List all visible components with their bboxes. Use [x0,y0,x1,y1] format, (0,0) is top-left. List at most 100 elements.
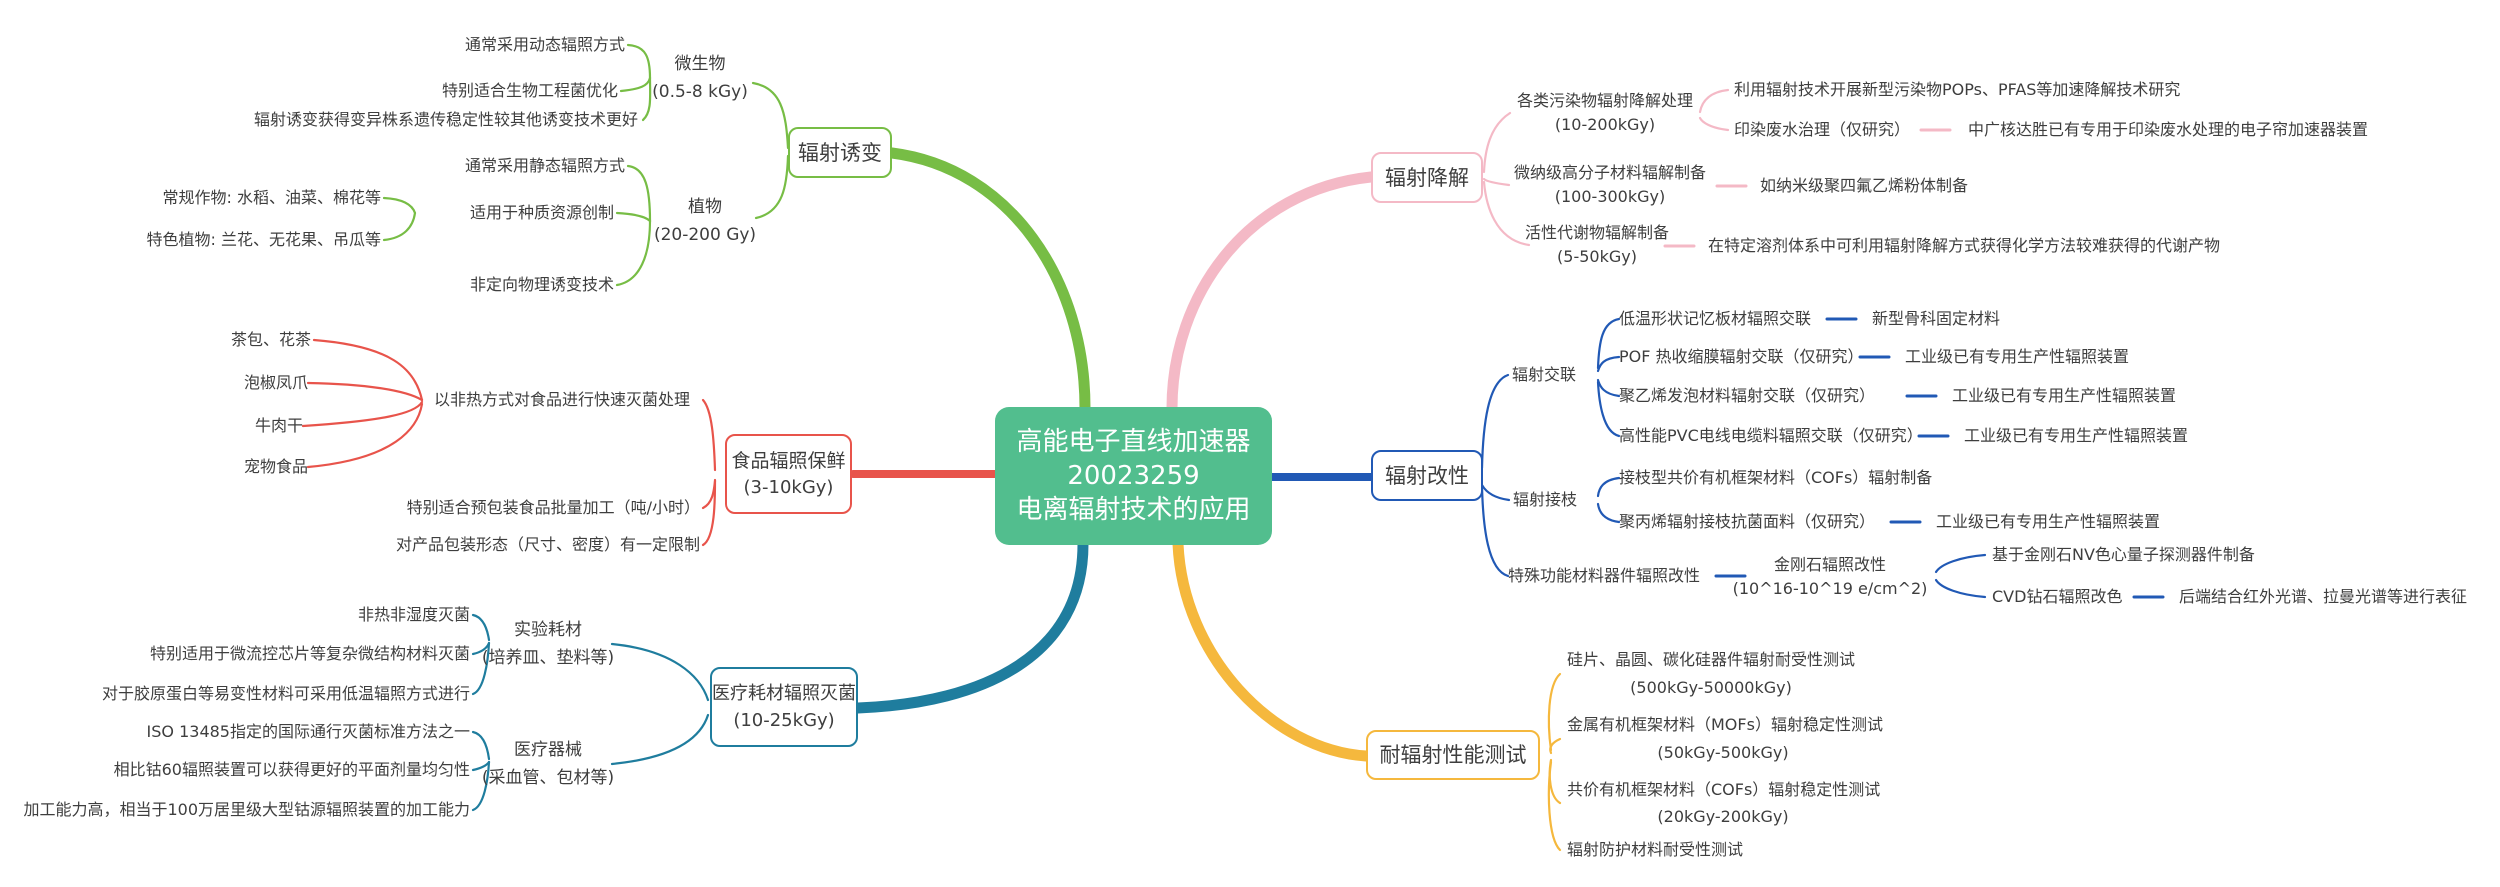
branch-node-testing[interactable]: 耐辐射性能测试 [1366,730,1540,780]
group-microbe-title: 微生物 [674,54,726,74]
branch-node-mutation[interactable]: 辐射诱变 [788,127,892,178]
branch-node-modification[interactable]: 辐射改性 [1371,450,1483,501]
leaf-crosslink-memory-board[interactable]: 低温形状记忆板材辐照交联 [1619,309,1812,328]
leaf-mutation-static[interactable]: 通常采用静态辐照方式 [464,156,625,175]
group-polymer-dose: (100-300kGy) [1554,187,1666,206]
note-crosslink-pe-foam[interactable]: 工业级已有专用生产性辐照装置 [1952,386,2177,405]
group-graft-label[interactable]: 辐射接枝 [1513,490,1578,509]
brace-degradation [1482,88,1952,248]
group-microbe-dose: (0.5-8 kGy) [652,82,748,102]
leaf-medical-nonheat[interactable]: 非热非湿度灭菌 [357,605,470,624]
note-graft-pp-fabric[interactable]: 工业级已有专用生产性辐照装置 [1936,512,2161,531]
group-plant-dose: (20-200 Gy) [653,225,757,245]
group-microbe[interactable]: 微生物 (0.5-8 kGy) [652,50,748,106]
leaf-testing-shielding[interactable]: 辐射防护材料耐受性测试 [1567,840,1744,859]
group-diamond-dose: (10^16-10^19 e/cm^2) [1732,579,1928,598]
central-topic-line2: 20023259 [1067,461,1200,491]
leaf-medical-collagen[interactable]: 对于胶原蛋白等易变性材料可采用低温辐照方式进行 [101,684,470,703]
group-germplasm-label[interactable]: 适用于种质资源创制 [469,203,614,222]
leaf-medical-capacity[interactable]: 加工能力高，相当于100万居里级大型钴源辐照装置的加工能力 [23,800,470,819]
leaf-testing-silicon[interactable]: 硅片、晶圆、碳化硅器件辐射耐受性测试 [1567,650,1856,669]
group-metabolite[interactable]: 活性代谢物辐解制备 (5-50kGy) [1525,221,1669,269]
leaf-mutation-nondirectional[interactable]: 非定向物理诱变技术 [469,275,614,294]
leaf-crosslink-pe-foam[interactable]: 聚乙烯发泡材料辐射交联（仅研究） [1619,386,1876,405]
group-polymer[interactable]: 微纳级高分子材料辐解制备 (100-300kGy) [1514,161,1706,209]
leaf-food-batch[interactable]: 特别适合预包装食品批量加工（吨/小时） [406,498,700,517]
leaf-food-package-limit[interactable]: 对产品包装形态（尺寸、密度）有一定限制 [395,535,700,554]
leaf-testing-silicon-dose[interactable]: (500kGy-50000kGy) [1630,678,1792,697]
note-crosslink-pvc-cable[interactable]: 工业级已有专用生产性辐照装置 [1964,426,2189,445]
note-crosslink-orthopedic[interactable]: 新型骨科固定材料 [1872,309,2001,328]
group-pollutant[interactable]: 各类污染物辐射降解处理 (10-200kGy) [1517,89,1693,137]
group-food-sterilize-label[interactable]: 以非热方式对食品进行快速灭菌处理 [433,390,690,409]
note-metabolite-solvent[interactable]: 在特定溶剂体系中可利用辐射降解方式获得化学方法较难获得的代谢产物 [1708,236,2221,255]
note-degradation-dyeing[interactable]: 中广核达胜已有专用于印染废水处理的电子帘加速器装置 [1968,120,2369,139]
leaf-crosslink-pof[interactable]: POF 热收缩膜辐射交联（仅研究） [1619,347,1864,366]
leaf-medical-cobalt-uniformity[interactable]: 相比钴60辐照装置可以获得更好的平面剂量均匀性 [113,760,470,779]
branch-node-degradation[interactable]: 辐射降解 [1371,152,1483,203]
leaf-graft-cofs[interactable]: 接枝型共价有机框架材料（COFs）辐射制备 [1619,468,1933,487]
leaf-mutation-dynamic[interactable]: 通常采用动态辐照方式 [464,35,625,54]
leaf-medical-iso[interactable]: ISO 13485指定的国际通行灭菌标准方法之一 [146,722,470,741]
group-pollutant-dose: (10-200kGy) [1554,115,1656,134]
note-polymer-ptfe[interactable]: 如纳米级聚四氟乙烯粉体制备 [1760,176,1969,195]
group-pollutant-title: 各类污染物辐射降解处理 [1516,91,1694,110]
group-metabolite-title: 活性代谢物辐解制备 [1524,223,1670,242]
branch-node-modification-label: 辐射改性 [1385,463,1469,488]
brace-testing [1547,672,1562,852]
group-diamond-title: 金刚石辐照改性 [1773,555,1887,574]
central-topic-node[interactable]: 高能电子直线加速器 20023259 电离辐射技术的应用 [995,407,1272,545]
group-special-label[interactable]: 特殊功能材料器件辐照改性 [1508,566,1701,585]
group-plant-title: 植物 [688,197,722,217]
leaf-food-tea[interactable]: 茶包、花茶 [230,330,311,349]
leaf-germplasm-crops[interactable]: 常规作物: 水稻、油菜、棉花等 [162,188,381,207]
group-device-title: 医疗器械 [513,740,582,760]
central-topic-line1: 高能电子直线加速器 [1016,427,1251,457]
leaf-testing-mofs[interactable]: 金属有机框架材料（MOFs）辐射稳定性测试 [1567,715,1883,734]
leaf-mutation-stability[interactable]: 辐射诱变获得变异株系遗传稳定性较其他诱变技术更好 [253,110,638,129]
branch-node-medical[interactable]: 医疗耗材辐照灭菌 (10-25kGy) [710,667,858,747]
brace-food [301,338,717,547]
leaf-testing-cofs[interactable]: 共价有机框架材料（COFs）辐射稳定性测试 [1567,780,1881,799]
group-plant[interactable]: 植物 (20-200 Gy) [654,193,756,249]
leaf-diamond-cvd[interactable]: CVD钻石辐照改色 [1992,587,2123,606]
leaf-food-chicken-feet[interactable]: 泡椒凤爪 [243,373,308,392]
group-diamond[interactable]: 金刚石辐照改性 (10^16-10^19 e/cm^2) [1733,553,1928,601]
leaf-testing-cofs-dose[interactable]: (20kGy-200kGy) [1657,807,1789,826]
leaf-food-pet-food[interactable]: 宠物食品 [243,457,308,476]
branch-node-food-dose: (3-10kGy) [743,477,834,498]
branch-node-mutation-label: 辐射诱变 [798,140,882,165]
leaf-crosslink-pvc-cable[interactable]: 高性能PVC电线电缆料辐照交联（仅研究） [1619,426,1923,445]
branch-node-degradation-label: 辐射降解 [1385,165,1469,190]
trunk-mutation [886,147,1091,414]
note-diamond-cvd-spectra[interactable]: 后端结合红外光谱、拉曼光谱等进行表征 [2179,587,2468,606]
trunk-medical [852,538,1089,714]
leaf-graft-pp-fabric[interactable]: 聚丙烯辐射接枝抗菌面料（仅研究） [1619,512,1876,531]
central-topic-line3: 电离辐射技术的应用 [1016,495,1251,525]
branch-node-medical-label: 医疗耗材辐照灭菌 [712,683,856,704]
leaf-degradation-pops[interactable]: 利用辐射技术开展新型污染物POPs、PFAS等加速降解技术研究 [1734,80,2181,99]
brace-mutation [382,43,790,287]
brace-medical [471,613,710,812]
leaf-germplasm-special-plants[interactable]: 特色植物: 兰花、无花果、吊瓜等 [146,230,381,249]
group-lab-consumables[interactable]: 实验耗材 (培养皿、垫料等) [482,616,614,672]
group-device-sub: (采血管、包材等) [481,768,615,788]
trunk-testing [1172,538,1372,762]
leaf-diamond-nv-center[interactable]: 基于金刚石NV色心量子探测器件制备 [1992,545,2255,564]
leaf-degradation-dyeing[interactable]: 印染废水治理（仅研究） [1734,120,1911,139]
branch-node-food[interactable]: 食品辐照保鲜 (3-10kGy) [725,434,852,514]
group-medical-devices[interactable]: 医疗器械 (采血管、包材等) [482,736,614,792]
leaf-food-beef-jerky[interactable]: 牛肉干 [254,416,303,435]
group-polymer-title: 微纳级高分子材料辐解制备 [1513,163,1707,182]
trunk-degradation [1166,171,1377,414]
group-metabolite-dose: (5-50kGy) [1557,247,1637,266]
leaf-mutation-bioengineering[interactable]: 特别适合生物工程菌优化 [441,81,618,100]
leaf-testing-mofs-dose[interactable]: (50kGy-500kGy) [1657,743,1789,762]
note-crosslink-pof[interactable]: 工业级已有专用生产性辐照装置 [1905,347,2130,366]
branch-node-food-label: 食品辐照保鲜 [731,450,846,472]
group-crosslink-label[interactable]: 辐射交联 [1512,365,1577,384]
branch-node-testing-label: 耐辐射性能测试 [1379,743,1527,767]
leaf-medical-microfluidic[interactable]: 特别适用于微流控芯片等复杂微结构材料灭菌 [149,644,470,663]
